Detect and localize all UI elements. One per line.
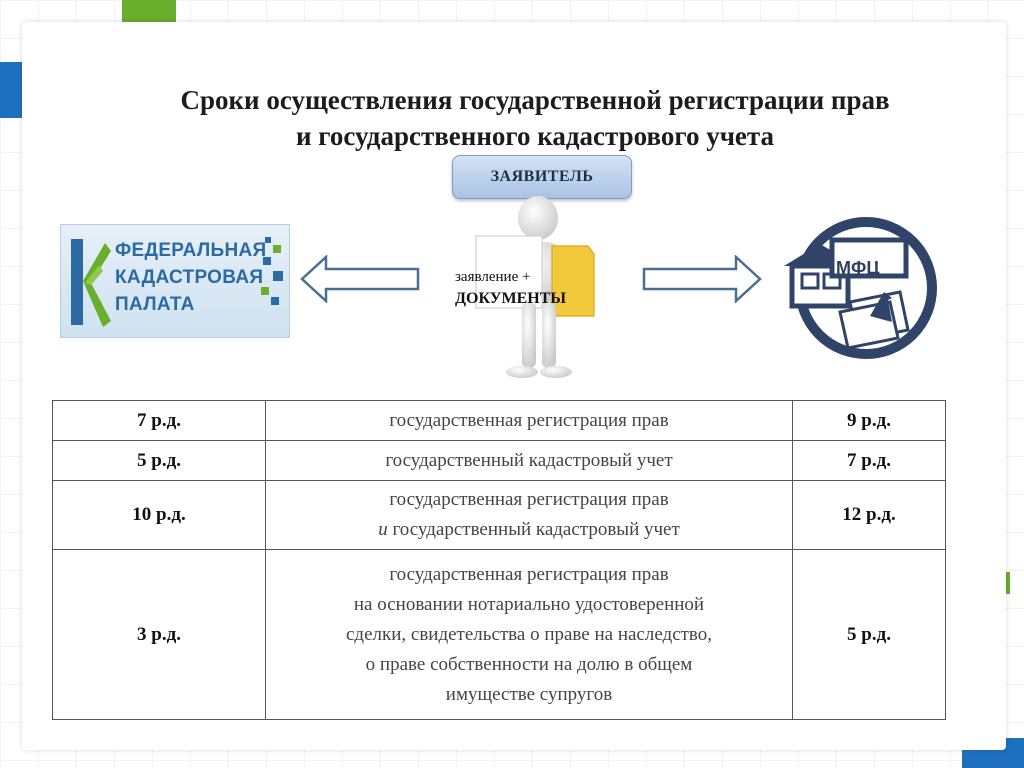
- desc-line: на основании нотариально удостоверенной: [353, 593, 705, 615]
- documents-label: заявление + ДОКУМЕНТЫ: [455, 266, 566, 310]
- arrow-right-icon: [642, 255, 762, 303]
- description-cell: государственная регистрация прав: [265, 400, 793, 441]
- description-cell: государственная регистрация прав на осно…: [265, 549, 793, 720]
- applicant-button[interactable]: ЗАЯВИТЕЛЬ: [452, 155, 632, 199]
- desc-line: государственная регистрация прав: [389, 489, 669, 510]
- logo-line-3: ПАЛАТА: [115, 294, 195, 315]
- pixel-squares-icon: [261, 237, 283, 305]
- title-line-1: Сроки осуществления государственной реги…: [180, 85, 890, 115]
- description-cell: государственная регистрация прав и госуд…: [265, 480, 793, 550]
- table-row: 7 р.д. государственная регистрация прав …: [52, 400, 946, 441]
- days-left-cell: 10 р.д.: [52, 480, 266, 550]
- terms-table: 7 р.д. государственная регистрация прав …: [52, 400, 946, 720]
- table-row: 10 р.д. государственная регистрация прав…: [52, 480, 946, 550]
- docs-line-1: заявление +: [455, 269, 531, 285]
- days-left-cell: 3 р.д.: [52, 549, 266, 720]
- description-cell: государственный кадастровый учет: [265, 440, 793, 481]
- desc-line: и государственный кадастровый учет: [272, 515, 786, 545]
- desc-line: о праве собственности на долю в общем: [365, 653, 693, 675]
- desc-line-rest: государственный кадастровый учет: [387, 519, 680, 540]
- applicant-figure-icon: [475, 196, 595, 378]
- desc-line: государственный кадастровый учет: [385, 449, 673, 471]
- arrow-left-icon: [300, 255, 420, 303]
- table-row: 5 р.д. государственный кадастровый учет …: [52, 440, 946, 481]
- cadastral-chamber-text: ФЕДЕРАЛЬНАЯ КАДАСТРОВАЯ ПАЛАТА: [115, 237, 266, 318]
- desc-italic-word: и: [378, 519, 388, 540]
- days-right-cell: 5 р.д.: [792, 549, 946, 720]
- mfc-building-icon: [784, 217, 937, 359]
- mfc-logo: МФЦ: [780, 212, 944, 362]
- logo-line-1: ФЕДЕРАЛЬНАЯ: [115, 240, 267, 261]
- days-right-cell: 9 р.д.: [792, 400, 946, 441]
- table-row: 3 р.д. государственная регистрация прав …: [52, 549, 946, 720]
- desc-line: сделки, свидетельства о праве на наследс…: [345, 623, 713, 645]
- days-right-cell: 12 р.д.: [792, 480, 946, 550]
- desc-line: имуществе супругов: [445, 683, 613, 705]
- days-left-cell: 5 р.д.: [52, 440, 266, 481]
- logo-line-2: КАДАСТРОВАЯ: [115, 267, 264, 288]
- slide-title: Сроки осуществления государственной реги…: [60, 82, 1010, 154]
- cadastral-chamber-icon: [71, 239, 111, 327]
- mfc-label: МФЦ: [836, 258, 880, 278]
- desc-line: государственная регистрация прав: [389, 409, 669, 431]
- days-left-cell: 7 р.д.: [52, 400, 266, 441]
- docs-line-2: ДОКУМЕНТЫ: [455, 290, 567, 307]
- days-right-cell: 7 р.д.: [792, 440, 946, 481]
- title-line-2: и государственного кадастрового учета: [295, 121, 775, 151]
- cadastral-chamber-logo: ФЕДЕРАЛЬНАЯ КАДАСТРОВАЯ ПАЛАТА: [60, 224, 290, 338]
- desc-line: государственная регистрация прав: [389, 563, 669, 585]
